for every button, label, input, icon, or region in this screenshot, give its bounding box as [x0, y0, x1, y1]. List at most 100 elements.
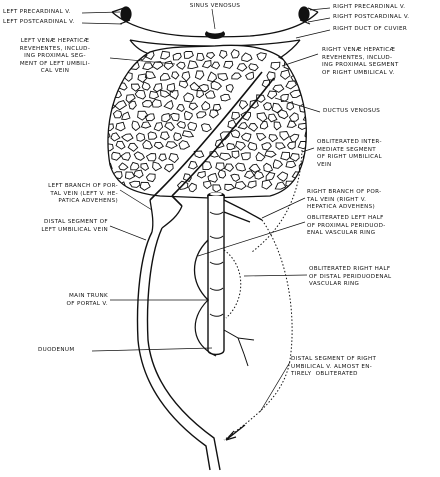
sinusoid-cell	[163, 163, 174, 173]
sinusoid-cell	[127, 142, 139, 152]
sinusoid-cell	[210, 80, 223, 91]
sinusoid-cell	[241, 52, 253, 62]
sinusoid-cell	[243, 170, 255, 180]
sinusoid-cell	[137, 110, 149, 121]
sinusoid-cell	[175, 61, 186, 70]
sinusoid-cell	[118, 162, 129, 171]
sinusoid-cell	[256, 94, 266, 103]
label-main-trunk-portal: MAIN TRUNK OF PORTAL V.	[66, 293, 108, 307]
sinusoid-cell	[107, 143, 114, 152]
sinusoid-cell	[196, 90, 205, 99]
label-right-duct-cuvier: RIGHT DUCT OF CUVIER	[333, 26, 408, 32]
sinusoid-cell	[147, 131, 158, 140]
sinusoid-cell	[188, 102, 199, 111]
sinusoid-cell	[181, 130, 195, 138]
sinusoid-cell	[304, 130, 307, 140]
label-distal-left-umbilical: DISTAL SEGMENT OF LEFT UMBILICAL VEIN	[41, 219, 108, 233]
sinusoid-cell	[160, 50, 170, 60]
distal-left-umbilical-vein	[136, 227, 221, 471]
sinusoid-cell	[168, 152, 179, 164]
sinusoid-cell	[276, 171, 289, 182]
label-left-postcardinal: LEFT POSTCARDINAL V.	[3, 19, 75, 25]
sinusoid-cell	[136, 132, 146, 142]
sinusoid-cell	[248, 63, 259, 72]
sinusoid-cell	[302, 72, 307, 81]
sinusoid-cell	[264, 150, 277, 158]
sinusoid-cell	[236, 63, 248, 72]
sinusoid-cell	[153, 141, 164, 150]
sinusoid-cell	[272, 159, 284, 169]
sinusoid-cell	[141, 100, 153, 108]
label-distal-right-umbilical: DISTAL SEGMENT OF RIGHT UMBILICAL V. ALM…	[291, 356, 377, 378]
sinusoid-cell	[271, 102, 283, 114]
sinusoid-cell	[230, 48, 240, 59]
sinusoid-cell	[107, 92, 109, 101]
sinusoid-cell	[142, 139, 153, 150]
sinusoid-cell	[152, 83, 163, 93]
sinusoid-cell	[235, 162, 247, 172]
sinusoid-cell	[107, 152, 109, 163]
sinusoid-cell	[256, 52, 267, 62]
label-obliterated-intermediate: OBLITERATED INTER- MEDIATE SEGMENT OF RI…	[317, 139, 382, 168]
sinusoid-cell	[196, 170, 206, 179]
sinusoid-cell	[181, 71, 191, 82]
sinusoid-cell	[240, 132, 252, 142]
label-sinus-venosus: SINUS VENOSUS	[189, 3, 241, 9]
sinusoid-cell	[189, 81, 201, 91]
sinusoid-cell	[194, 70, 205, 80]
sinusoid-cell	[275, 142, 286, 150]
sinusoid-cell	[203, 180, 212, 190]
sinusoid-cell	[187, 160, 198, 170]
sinusoid-cell	[237, 122, 248, 130]
sinusoid-cell	[158, 153, 167, 162]
sinusoid-cell	[297, 140, 307, 150]
sinusoid-cell	[218, 49, 228, 59]
sinusoid-cell	[248, 163, 261, 173]
sinusoid-cell	[201, 59, 212, 69]
sinusoid-cell	[142, 62, 154, 71]
label-left-precardinal: LEFT PRECARDINAL V.	[3, 9, 71, 15]
sinus-venosus-opening	[205, 28, 225, 39]
sinusoid-cell	[124, 171, 136, 180]
sinusoid-cell	[286, 120, 297, 128]
sinusoid-cell	[110, 132, 121, 142]
sinusoid-cell	[160, 89, 171, 98]
sinusoid-cell	[212, 184, 222, 193]
sinusoid-cell	[120, 133, 134, 142]
sinusoid-cell	[160, 72, 171, 81]
sinusoid-cell	[141, 81, 151, 91]
sinusoid-cell	[112, 110, 123, 119]
sinusoid-cell	[114, 100, 128, 111]
sinusoid-cell	[277, 109, 289, 120]
sinusoid-cell	[224, 183, 236, 192]
label-left-branch-portal: LEFT BRANCH OF POR- TAL VEIN (LEFT V. HE…	[48, 183, 118, 205]
label-ductus-venosus: DUCTUS VENOSUS	[323, 108, 381, 114]
sinusoid-cell	[144, 113, 155, 122]
sinusoid-cell	[286, 141, 296, 150]
sinusoid-cell	[262, 102, 273, 111]
sinusoid-cell	[268, 134, 279, 143]
right-precardinal-vein	[298, 6, 319, 25]
sinusoid-cell	[285, 160, 297, 169]
sinusoid-cell	[263, 162, 274, 173]
mesenteric-tributaries	[223, 329, 255, 367]
label-right-branch-portal: RIGHT BRANCH OF POR- TAL VEIN (RIGHT V. …	[307, 189, 382, 211]
sinusoid-cell	[178, 140, 191, 150]
sinusoid-cell	[128, 180, 141, 188]
sinusoid-cell	[125, 94, 136, 104]
ductus-venosus	[149, 71, 275, 207]
sinusoid-cell	[259, 120, 269, 130]
sinusoid-cell	[226, 142, 236, 151]
sinusoid-cell	[131, 120, 141, 132]
sinusoid-cell	[128, 100, 137, 110]
sinusoid-cell	[115, 121, 126, 132]
sinusoid-cell	[176, 180, 189, 190]
sinusoid-cell	[240, 152, 251, 161]
sinusoid-cell	[144, 71, 157, 80]
sinusoid-cell	[209, 109, 219, 119]
sinusoid-cell	[238, 100, 249, 110]
sinusoid-cell	[133, 169, 144, 179]
sinusoid-cell	[265, 171, 276, 182]
sinusoid-cell	[131, 83, 141, 92]
